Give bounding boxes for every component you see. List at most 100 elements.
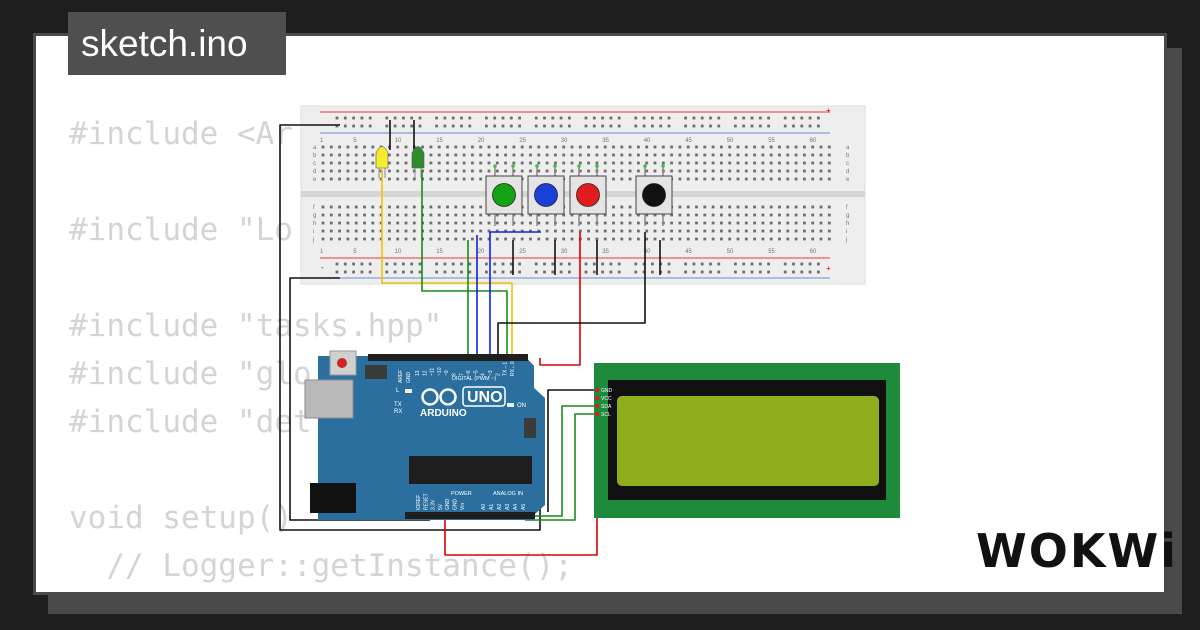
breadboard-hole[interactable] <box>803 213 806 217</box>
breadboard-hole[interactable] <box>728 153 732 157</box>
rail-hole[interactable] <box>534 270 538 274</box>
breadboard-hole[interactable] <box>371 213 375 217</box>
breadboard-hole[interactable] <box>695 237 698 241</box>
breadboard-hole[interactable] <box>587 169 590 173</box>
breadboard-hole[interactable] <box>354 169 358 173</box>
power-jack[interactable] <box>310 483 356 513</box>
breadboard-hole[interactable] <box>603 145 607 149</box>
rail-hole[interactable] <box>368 270 372 274</box>
breadboard-hole[interactable] <box>595 161 599 165</box>
breadboard-hole[interactable] <box>695 205 698 209</box>
breadboard-hole[interactable] <box>778 213 781 217</box>
breadboard-hole[interactable] <box>695 229 698 233</box>
breadboard-hole[interactable] <box>661 145 665 149</box>
breadboard-hole[interactable] <box>487 229 491 233</box>
rail-hole[interactable] <box>360 116 364 120</box>
breadboard-hole[interactable] <box>711 213 715 217</box>
breadboard-hole[interactable] <box>612 161 615 165</box>
breadboard-hole[interactable] <box>388 237 391 241</box>
breadboard-hole[interactable] <box>695 153 698 157</box>
rail-hole[interactable] <box>742 262 746 266</box>
digital-header[interactable] <box>368 354 528 361</box>
breadboard-hole[interactable] <box>736 213 740 217</box>
rail-hole[interactable] <box>534 116 538 120</box>
breadboard-hole[interactable] <box>346 177 350 181</box>
breadboard-hole[interactable] <box>703 205 707 209</box>
breadboard-hole[interactable] <box>695 161 698 165</box>
rail-hole[interactable] <box>817 270 820 274</box>
breadboard-hole[interactable] <box>578 145 582 149</box>
breadboard-hole[interactable] <box>587 145 590 149</box>
breadboard-hole[interactable] <box>363 169 366 173</box>
rail-hole[interactable] <box>717 124 721 128</box>
breadboard-hole[interactable] <box>537 213 541 217</box>
breadboard-hole[interactable] <box>437 237 441 241</box>
breadboard-hole[interactable] <box>811 221 815 225</box>
breadboard-hole[interactable] <box>520 237 524 241</box>
breadboard-hole[interactable] <box>529 169 532 173</box>
rail-hole[interactable] <box>758 270 762 274</box>
rail-hole[interactable] <box>418 270 422 274</box>
pushbutton-cap-green[interactable] <box>492 183 516 207</box>
breadboard-hole[interactable] <box>686 213 690 217</box>
rail-hole[interactable] <box>518 270 521 274</box>
breadboard-hole[interactable] <box>329 177 333 181</box>
breadboard-hole[interactable] <box>595 229 599 233</box>
rail-hole[interactable] <box>460 270 463 274</box>
breadboard-hole[interactable] <box>778 177 781 181</box>
breadboard-hole[interactable] <box>462 205 466 209</box>
breadboard-hole[interactable] <box>487 145 491 149</box>
breadboard-hole[interactable] <box>570 161 574 165</box>
rail-hole[interactable] <box>368 116 372 120</box>
rail-hole[interactable] <box>651 262 654 266</box>
breadboard-hole[interactable] <box>354 221 358 225</box>
breadboard-hole[interactable] <box>446 177 449 181</box>
breadboard-hole[interactable] <box>686 229 690 233</box>
breadboard-hole[interactable] <box>744 153 748 157</box>
breadboard-hole[interactable] <box>404 169 408 173</box>
breadboard-hole[interactable] <box>487 237 491 241</box>
breadboard-hole[interactable] <box>578 161 582 165</box>
breadboard-hole[interactable] <box>794 145 798 149</box>
breadboard-hole[interactable] <box>794 161 798 165</box>
breadboard-hole[interactable] <box>736 161 740 165</box>
wokwi-logo[interactable]: WOKWi <box>976 524 1178 578</box>
breadboard-hole[interactable] <box>537 169 541 173</box>
breadboard-hole[interactable] <box>744 237 748 241</box>
rail-hole[interactable] <box>734 270 737 274</box>
breadboard-hole[interactable] <box>545 169 549 173</box>
breadboard-hole[interactable] <box>520 161 524 165</box>
rail-hole[interactable] <box>684 124 687 128</box>
breadboard-hole[interactable] <box>778 221 781 225</box>
breadboard-hole[interactable] <box>661 237 665 241</box>
rail-hole[interactable] <box>800 124 804 128</box>
breadboard-hole[interactable] <box>545 237 549 241</box>
rail-hole[interactable] <box>418 116 422 120</box>
breadboard-hole[interactable] <box>612 229 615 233</box>
rail-hole[interactable] <box>609 262 613 266</box>
breadboard-hole[interactable] <box>587 237 590 241</box>
breadboard-hole[interactable] <box>786 161 790 165</box>
breadboard-hole[interactable] <box>504 229 507 233</box>
breadboard-hole[interactable] <box>645 221 649 225</box>
breadboard-hole[interactable] <box>661 229 665 233</box>
breadboard-hole[interactable] <box>338 205 341 209</box>
breadboard-hole[interactable] <box>686 177 690 181</box>
breadboard-hole[interactable] <box>637 145 640 149</box>
rail-hole[interactable] <box>758 124 762 128</box>
breadboard-hole[interactable] <box>570 237 574 241</box>
breadboard-hole[interactable] <box>479 237 483 241</box>
breadboard-hole[interactable] <box>628 205 632 209</box>
rail-hole[interactable] <box>435 116 438 120</box>
rail-hole[interactable] <box>734 116 737 120</box>
breadboard-hole[interactable] <box>637 153 640 157</box>
breadboard-hole[interactable] <box>612 145 615 149</box>
rail-hole[interactable] <box>360 262 364 266</box>
breadboard-hole[interactable] <box>554 161 557 165</box>
breadboard-hole[interactable] <box>429 213 433 217</box>
breadboard-hole[interactable] <box>570 221 574 225</box>
breadboard-hole[interactable] <box>479 161 483 165</box>
breadboard-hole[interactable] <box>329 145 333 149</box>
